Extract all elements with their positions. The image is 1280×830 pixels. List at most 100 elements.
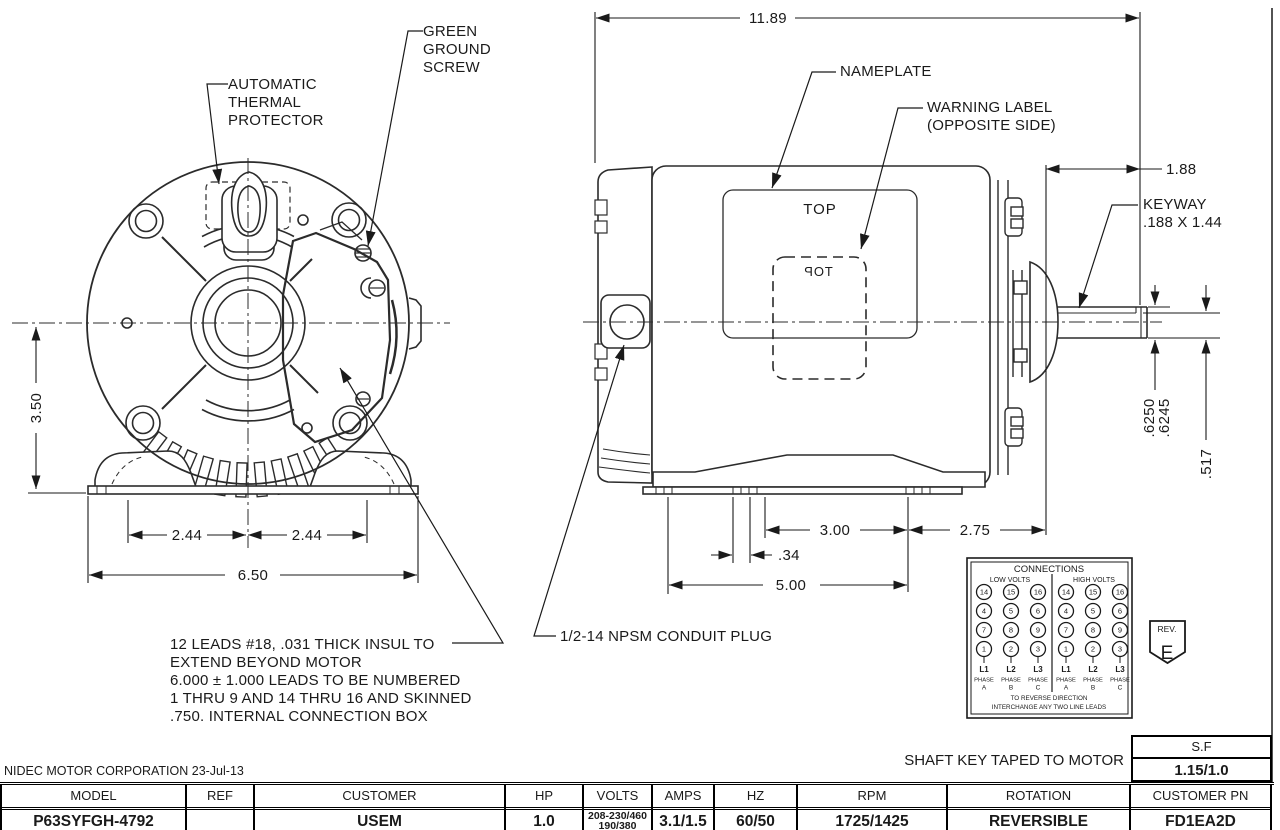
svg-text:1: 1 [1064, 645, 1068, 654]
dim-front-height: 3.50 [28, 393, 45, 423]
header-rpm: RPM [798, 785, 946, 810]
header-model: MODEL [2, 785, 185, 810]
svg-text:L1: L1 [979, 665, 989, 674]
svg-text:8: 8 [1009, 626, 1013, 635]
svg-text:16: 16 [1116, 588, 1124, 597]
warning-label-callout: WARNING LABEL (OPPOSITE SIDE) [927, 99, 1056, 134]
side-view-leaders [533, 71, 1138, 637]
dim-keyway-flat: .517 [1198, 449, 1215, 479]
dim-shaft-dia-max: .6250 [1141, 398, 1158, 437]
svg-text:2: 2 [1009, 645, 1013, 654]
dim-foot-to-bolt: 3.00 [820, 522, 850, 539]
leads-note: 12 LEADS #18, .031 THICK INSUL TO EXTEND… [170, 636, 471, 725]
dim-bolt-to-shaft: 2.75 [960, 522, 990, 539]
thermal-protector [205, 171, 291, 261]
svg-text:4: 4 [982, 607, 986, 616]
svg-text:15: 15 [1007, 588, 1015, 597]
col-customer-pn: CUSTOMER PN FD1EA2D [1131, 785, 1272, 830]
svg-text:2: 2 [1091, 645, 1095, 654]
value-ref [187, 810, 253, 812]
warning-top-mirrored: TOP [803, 264, 833, 279]
svg-text:PHASE: PHASE [1056, 678, 1076, 684]
dim-foot-right: 2.44 [292, 527, 322, 544]
svg-text:.750. INTERNAL CONNECTION BOX: .750. INTERNAL CONNECTION BOX [170, 708, 428, 725]
svg-text:EXTEND BEYOND MOTOR: EXTEND BEYOND MOTOR [170, 654, 362, 671]
svg-text:GROUND: GROUND [423, 41, 491, 58]
svg-text:14: 14 [1062, 588, 1070, 597]
value-customer: USEM [357, 813, 402, 830]
col-volts: VOLTS 208-230/460 190/380 [584, 785, 653, 830]
sf-value: 1.15/1.0 [1174, 762, 1229, 779]
svg-text:6: 6 [1036, 607, 1040, 616]
svg-text:PHASE: PHASE [1110, 678, 1130, 684]
title-block-table: MODEL P63SYFGH-4792 REF CUSTOMER USEM HP… [0, 782, 1274, 830]
rev-value: E [1161, 643, 1174, 664]
side-view-dimensions [594, 12, 1220, 594]
svg-text:L2: L2 [1006, 665, 1016, 674]
nameplate-top-label: TOP [803, 201, 837, 218]
dim-foot-left: 2.44 [172, 527, 202, 544]
side-base-plate [642, 486, 963, 495]
header-volts: VOLTS [584, 785, 651, 810]
svg-text:L2: L2 [1088, 665, 1098, 674]
dim-mounting: 5.00 [776, 577, 806, 594]
rev-label: REV. [1157, 624, 1176, 634]
svg-text:KEYWAY: KEYWAY [1143, 196, 1207, 213]
front-view-dimensions [28, 327, 419, 583]
dim-base-width: 6.50 [238, 567, 268, 584]
bolt-bosses [125, 202, 368, 441]
svg-text:L3: L3 [1115, 665, 1125, 674]
svg-text:7: 7 [1064, 626, 1068, 635]
dim-shaft-dia-min: .6245 [1156, 398, 1173, 437]
front-foot-right [308, 450, 412, 488]
svg-text:4: 4 [1064, 607, 1068, 616]
col-customer: CUSTOMER USEM [255, 785, 506, 830]
svg-text:AUTOMATIC: AUTOMATIC [228, 76, 317, 93]
connections-high-label: HIGH VOLTS [1073, 577, 1115, 584]
svg-text:C: C [1118, 685, 1123, 692]
col-hp: HP 1.0 [506, 785, 584, 830]
svg-text:14: 14 [980, 588, 988, 597]
svg-text:.188 X 1.44: .188 X 1.44 [1143, 214, 1222, 231]
thermal-protector-callout: AUTOMATIC THERMAL PROTECTOR [228, 76, 324, 129]
svg-text:PHASE: PHASE [1028, 678, 1048, 684]
svg-text:12 LEADS #18, .031 THICK INSUL: 12 LEADS #18, .031 THICK INSUL TO [170, 636, 435, 653]
svg-text:PHASE: PHASE [1083, 678, 1103, 684]
header-customer: CUSTOMER [255, 785, 504, 810]
front-view [12, 158, 450, 548]
svg-text:L1: L1 [1061, 665, 1071, 674]
svg-text:THERMAL: THERMAL [228, 94, 301, 111]
svg-text:15: 15 [1089, 588, 1097, 597]
svg-text:WARNING LABEL: WARNING LABEL [927, 99, 1052, 116]
svg-text:B: B [1009, 685, 1013, 692]
svg-text:(OPPOSITE SIDE): (OPPOSITE SIDE) [927, 117, 1056, 134]
svg-text:9: 9 [1036, 626, 1040, 635]
ground-screw [354, 244, 372, 262]
svg-text:5: 5 [1091, 607, 1095, 616]
ground-screw-callout: GREEN GROUND SCREW [423, 23, 491, 76]
service-factor-box: S.F 1.15/1.0 [1131, 735, 1272, 782]
svg-text:8: 8 [1091, 626, 1095, 635]
col-amps: AMPS 3.1/1.5 [653, 785, 715, 830]
dim-shaft-ext: 1.88 [1166, 161, 1196, 178]
connections-low-label: LOW VOLTS [990, 577, 1031, 584]
connections-note-1: TO REVERSE DIRECTION [1011, 695, 1088, 702]
front-base-plate [87, 485, 419, 495]
keyway-callout: KEYWAY .188 X 1.44 [1143, 196, 1222, 231]
value-model: P63SYFGH-4792 [33, 813, 154, 830]
value-rotation: REVERSIBLE [988, 813, 1089, 830]
svg-text:9: 9 [1118, 626, 1122, 635]
col-ref: REF [187, 785, 255, 830]
header-customer-pn: CUSTOMER PN [1131, 785, 1270, 810]
svg-text:A: A [1064, 685, 1069, 692]
header-rotation: ROTATION [948, 785, 1129, 810]
svg-text:PROTECTOR: PROTECTOR [228, 112, 324, 129]
col-rpm: RPM 1725/1425 [798, 785, 948, 830]
nameplate-callout: NAMEPLATE [840, 63, 932, 80]
nameplate [722, 189, 918, 339]
terminal-screw-upper [360, 277, 386, 299]
svg-text:PHASE: PHASE [974, 678, 994, 684]
